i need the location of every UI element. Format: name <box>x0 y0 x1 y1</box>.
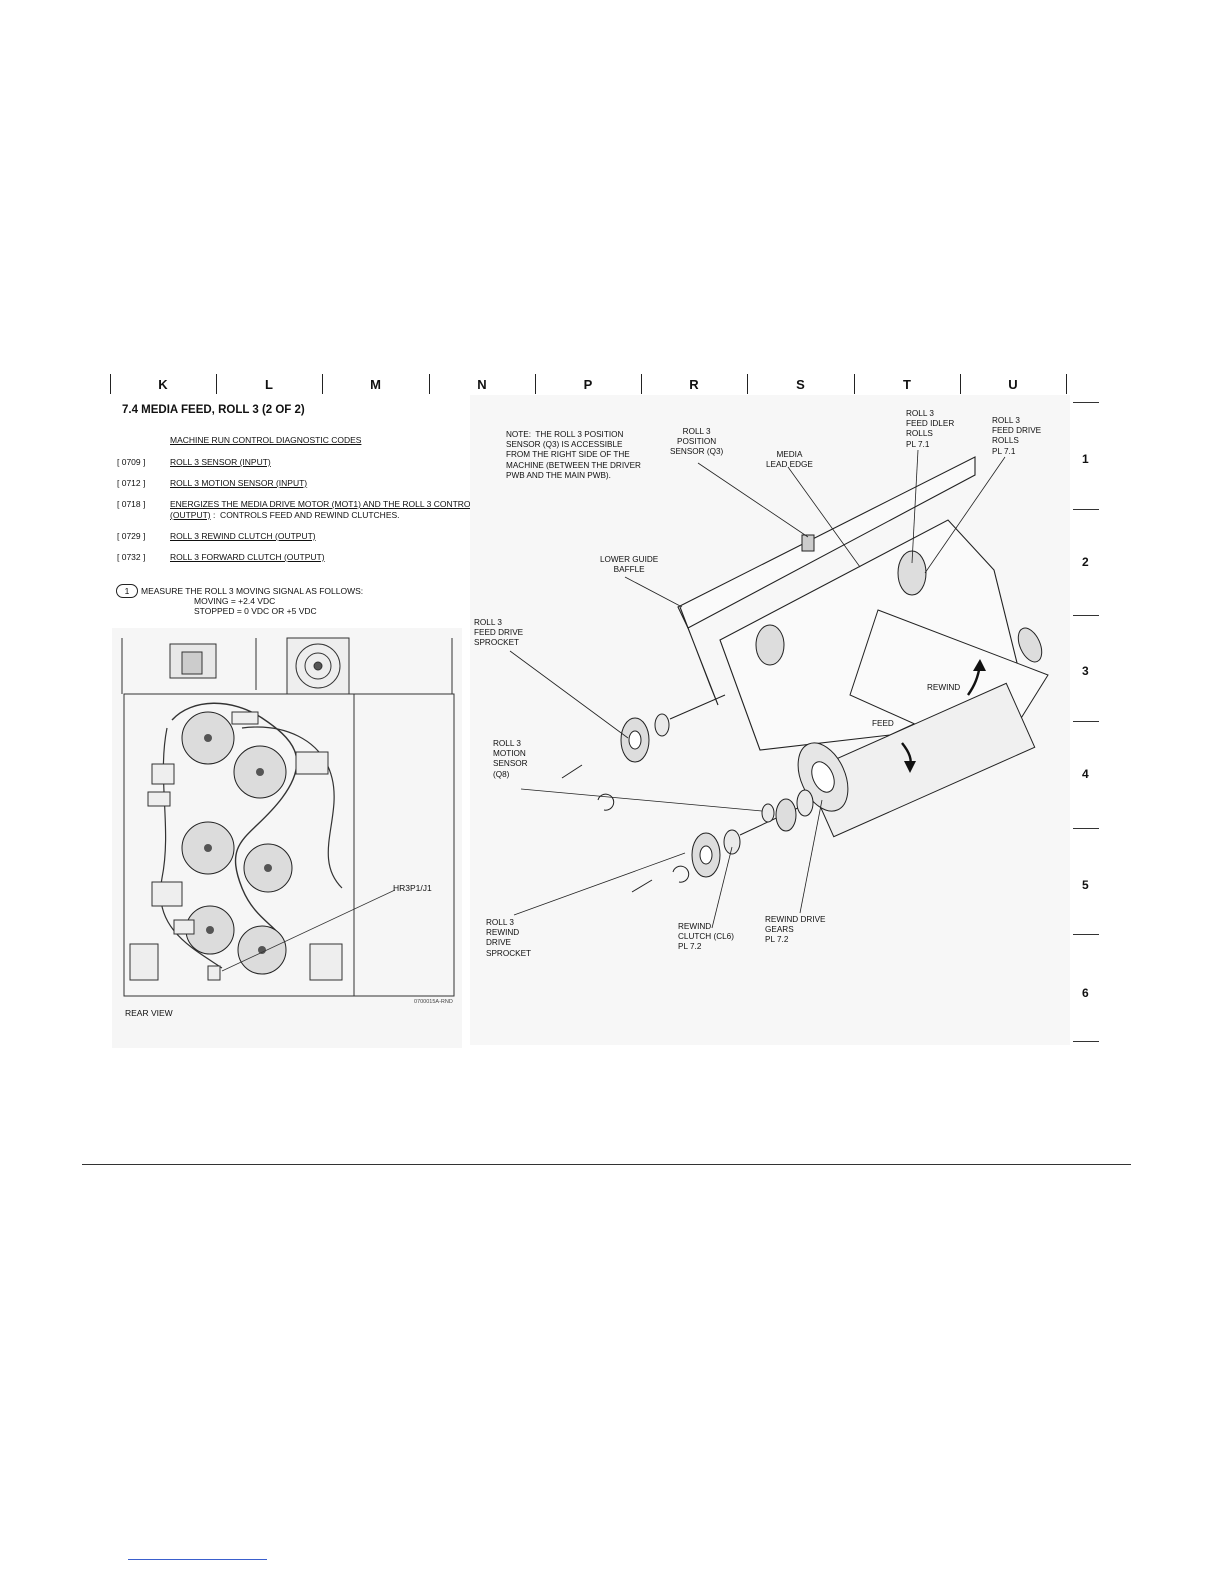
zone-divider <box>535 374 536 394</box>
zone-n: N <box>477 377 487 392</box>
zone-k: K <box>158 377 168 392</box>
row-tick <box>1073 1041 1099 1042</box>
measure-number-badge: 1 <box>116 584 138 598</box>
row-tick <box>1073 934 1099 935</box>
zone-t: T <box>903 377 911 392</box>
rewind-drive-sprocket-callout: ROLL 3 REWIND DRIVE SPROCKET <box>486 918 532 958</box>
code-0718-desc: ENERGIZES THE MEDIA DRIVE MOTOR (MOT1) A… <box>170 499 476 509</box>
zone-r: R <box>689 377 699 392</box>
code-0718-output: (OUTPUT) <box>170 510 211 520</box>
zone-divider <box>1066 374 1067 394</box>
code-0732: [ 0732 ] <box>117 552 146 562</box>
codes-heading: MACHINE RUN CONTROL DIAGNOSTIC CODES <box>170 435 362 445</box>
zone-divider <box>641 374 642 394</box>
row-2: 2 <box>1082 555 1089 569</box>
code-0709-desc: ROLL 3 SENSOR (INPUT) <box>170 457 271 467</box>
media-lead-edge-callout: MEDIA LEAD EDGE <box>766 450 813 470</box>
footer-rule <box>128 1559 267 1560</box>
note-callout: NOTE: THE ROLL 3 POSITION SENSOR (Q3) IS… <box>506 430 641 480</box>
code-0729-desc: ROLL 3 REWIND CLUTCH (OUTPUT) <box>170 531 316 541</box>
zone-m: M <box>370 377 381 392</box>
zone-divider <box>747 374 748 394</box>
row-tick <box>1073 828 1099 829</box>
lower-guide-baffle-callout: LOWER GUIDE BAFFLE <box>600 555 659 575</box>
row-tick <box>1073 615 1099 616</box>
row-tick <box>1073 402 1099 403</box>
code-0729: [ 0729 ] <box>117 531 146 541</box>
row-3: 3 <box>1082 664 1089 678</box>
zone-u: U <box>1008 377 1018 392</box>
code-0709: [ 0709 ] <box>117 457 146 467</box>
zone-divider <box>960 374 961 394</box>
rewind-clutch-callout: REWIND CLUTCH (CL6) PL 7.2 <box>678 922 734 952</box>
feed-drive-rolls-callout: ROLL 3 FEED DRIVE ROLLS PL 7.1 <box>992 416 1042 456</box>
code-0718-rest: : CONTROLS FEED AND REWIND CLUTCHES. <box>210 510 400 520</box>
row-1: 1 <box>1082 452 1089 466</box>
zone-divider <box>322 374 323 394</box>
measure-line3: STOPPED = 0 VDC OR +5 VDC <box>194 606 317 616</box>
rewind-direction-label: REWIND <box>927 683 961 692</box>
row-5: 5 <box>1082 878 1089 892</box>
feed-idler-rolls-callout: ROLL 3 FEED IDLER ROLLS PL 7.1 <box>906 409 955 449</box>
feed-mechanism-drawing <box>470 395 1070 1045</box>
code-0712-desc: ROLL 3 MOTION SENSOR (INPUT) <box>170 478 308 488</box>
connector-label: HR3P1/J1 <box>393 883 432 893</box>
rear-view-drawing <box>112 628 462 1048</box>
code-0732-desc: ROLL 3 FORWARD CLUTCH (OUTPUT) <box>170 552 325 562</box>
measure-line2: MOVING = +2.4 VDC <box>194 596 276 606</box>
zone-divider <box>216 374 217 394</box>
page-divider <box>82 1164 1131 1165</box>
zone-divider <box>429 374 430 394</box>
position-sensor-callout: ROLL 3 POSITION SENSOR (Q3) <box>670 427 724 457</box>
measure-line1: MEASURE THE ROLL 3 MOVING SIGNAL AS FOLL… <box>141 586 364 596</box>
zone-divider <box>854 374 855 394</box>
motion-sensor-callout: ROLL 3 MOTION SENSOR (Q8) <box>493 739 528 779</box>
code-0718-desc-line2: (OUTPUT) : CONTROLS FEED AND REWIND CLUT… <box>170 510 400 520</box>
section-title: 7.4 MEDIA FEED, ROLL 3 (2 OF 2) <box>122 404 305 416</box>
row-4: 4 <box>1082 767 1089 781</box>
row-tick <box>1073 509 1099 510</box>
row-6: 6 <box>1082 986 1089 1000</box>
zone-l: L <box>265 377 273 392</box>
zone-divider <box>110 374 111 394</box>
feed-direction-label: FEED <box>872 719 894 728</box>
code-0718: [ 0718 ] <box>117 499 146 509</box>
zone-s: S <box>796 377 805 392</box>
rewind-drive-gears-callout: REWIND DRIVE GEARS PL 7.2 <box>765 915 826 945</box>
feed-drive-sprocket-callout: ROLL 3 FEED DRIVE SPROCKET <box>474 618 524 648</box>
rear-view-label: REAR VIEW <box>125 1008 173 1018</box>
figure-id: 0700015A-RND <box>414 999 453 1005</box>
zone-p: P <box>583 377 593 392</box>
code-0712: [ 0712 ] <box>117 478 146 488</box>
row-tick <box>1073 721 1099 722</box>
